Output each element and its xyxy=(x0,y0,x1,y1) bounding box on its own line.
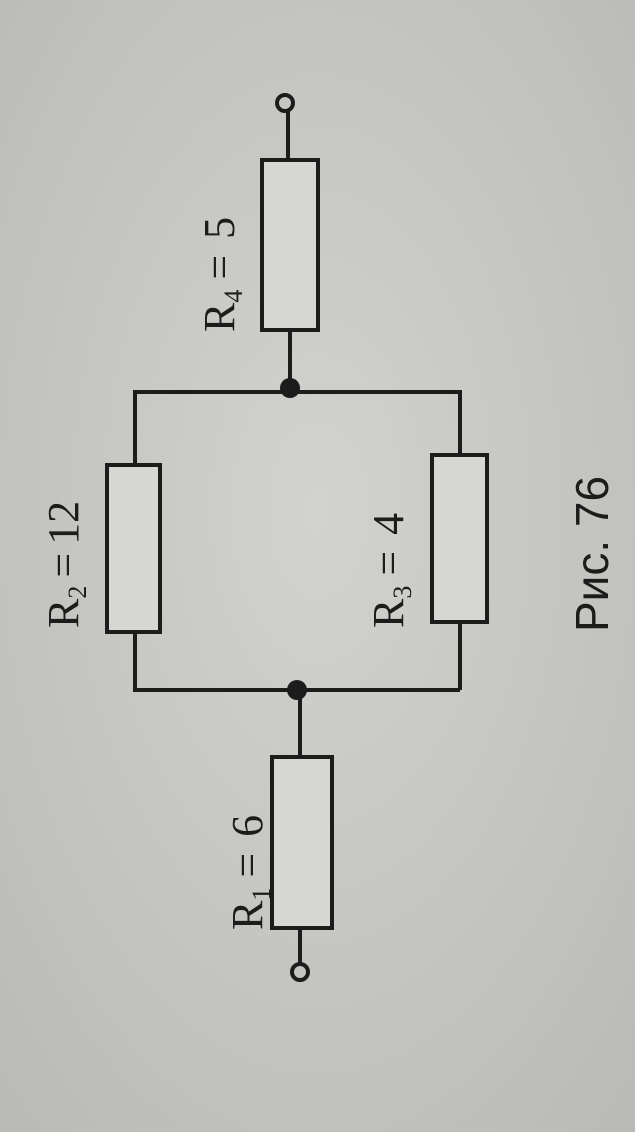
resistor-r3 xyxy=(430,453,489,624)
resistor-r4 xyxy=(260,158,320,332)
resistor-r2 xyxy=(105,463,162,634)
label-r1: R1=6 xyxy=(223,815,276,930)
wire-node-branches xyxy=(133,632,460,692)
label-r3: R3=4 xyxy=(364,513,417,628)
output-terminal xyxy=(275,93,295,113)
junction-node-left xyxy=(287,680,307,700)
label-r2: R2=12 xyxy=(39,501,92,628)
resistor-r1 xyxy=(270,755,334,930)
label-r4: R4=5 xyxy=(195,217,248,332)
figure-caption: Рис. 76 xyxy=(566,476,618,632)
junction-node-right xyxy=(280,378,300,398)
